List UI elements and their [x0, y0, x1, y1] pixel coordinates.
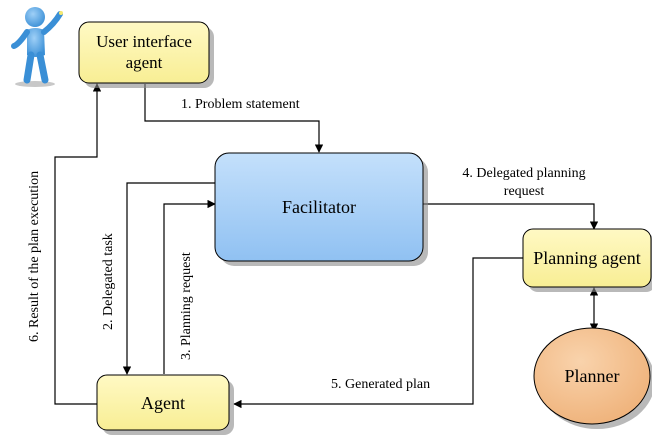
edge-label-problem-statement: 1. Problem statement	[181, 97, 300, 112]
edge-delegated-planning-request	[423, 203, 599, 230]
user-interface-agent-node: User interface agent	[78, 21, 214, 88]
facilitator-label: Facilitator	[282, 197, 356, 217]
edge-planning-request	[163, 199, 216, 374]
edge-result-of-plan-execution	[54, 83, 102, 405]
facilitator-node: Facilitator	[214, 152, 428, 266]
agent-node: Agent	[96, 374, 234, 435]
planning-agent-node: Planning agent	[522, 228, 652, 292]
edge-label-generated-plan: 5. Generated plan	[331, 377, 430, 392]
planning-agent-label: Planning agent	[533, 248, 640, 268]
edge-label-result-of-plan-execution: 6. Result of the plan execution	[27, 171, 42, 342]
edge-label-delegated-task: 2. Delegated task	[101, 233, 116, 330]
edge-delegated-task	[122, 182, 215, 375]
planner-node: Planner	[533, 327, 652, 429]
agent-label: Agent	[141, 393, 185, 413]
user-interface-agent-label-line1: User interface	[96, 32, 192, 51]
user-interface-agent-label-line2: agent	[126, 53, 163, 72]
edge-label-delegated-planning-request-line2: request	[504, 184, 545, 199]
user-figure-icon	[11, 7, 63, 87]
connections	[54, 83, 599, 409]
edge-label-planning-request: 3. Planning request	[179, 252, 194, 360]
edge-problem-statement	[144, 84, 324, 153]
edge-label-delegated-planning-request-line1: 4. Delegated planning	[462, 166, 585, 181]
edge-generated-plan	[233, 257, 523, 409]
planner-label: Planner	[565, 366, 620, 386]
